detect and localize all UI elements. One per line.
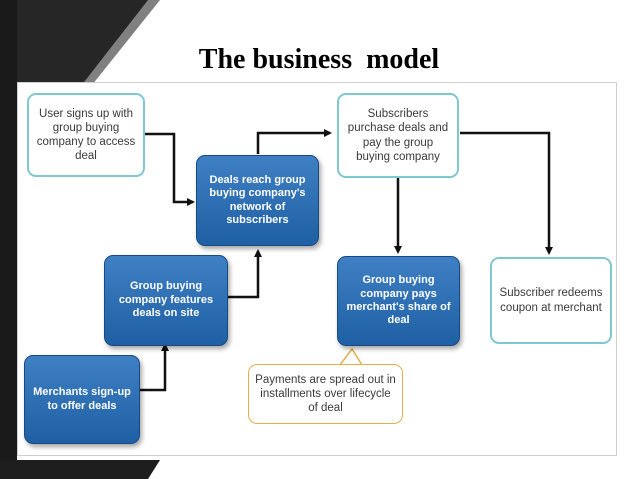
arrow-features-to-deals — [228, 249, 262, 299]
payments-note-box: Payments are spread out in installments … — [248, 364, 403, 424]
deals-reach-box: Deals reach group buying company's netwo… — [196, 155, 319, 246]
deals-reach-text: Deals reach group buying company's netwo… — [209, 173, 306, 226]
arrow-deals-to-purchase — [256, 129, 332, 154]
payments-note-text: Payments are spread out in installments … — [255, 373, 396, 414]
page-title: The business model — [198, 44, 440, 75]
user-signup-text: User signs up with group buying company … — [36, 107, 136, 163]
merchants-signup-box: Merchants sign-up to offer deals — [24, 355, 140, 444]
subscribers-purchase-box: Subscribers purchase deals and pay the g… — [337, 93, 459, 178]
features-deals-text: Group buying company features deals on s… — [118, 280, 214, 320]
arrow-purchase-to-redeems — [460, 131, 553, 255]
features-deals-box: Group buying company features deals on s… — [104, 255, 228, 346]
redeems-coupon-box: Subscriber redeems coupon at merchant — [490, 257, 612, 344]
subscribers-purchase-text: Subscribers purchase deals and pay the g… — [347, 108, 449, 163]
redeems-coupon-text: Subscriber redeems coupon at merchant — [499, 287, 603, 314]
user-signup-box: User signs up with group buying company … — [27, 93, 145, 177]
arrow-signup-to-deals — [145, 132, 195, 206]
arrow-merchants-to-features — [140, 343, 169, 392]
pays-merchant-box: Group buying company pays merchant's sha… — [337, 256, 460, 346]
note-callout-pointer — [339, 347, 363, 366]
merchants-signup-text: Merchants sign-up to offer deals — [33, 386, 131, 412]
pays-merchant-text: Group buying company pays merchant's sha… — [346, 274, 451, 327]
